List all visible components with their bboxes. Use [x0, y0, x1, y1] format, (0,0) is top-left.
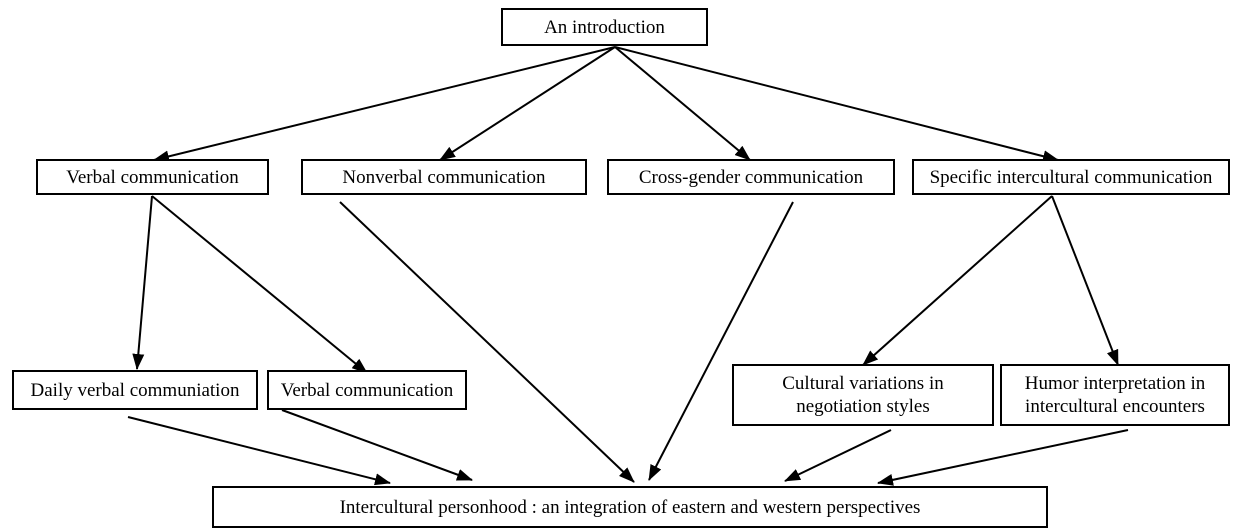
node-intercultural-personhood: Intercultural personhood : an integratio…	[212, 486, 1048, 528]
node-label: Nonverbal communication	[342, 166, 546, 188]
arrow-intro-to-specific	[614, 46, 1059, 163]
node-label: Cross-gender communication	[638, 166, 864, 188]
arrow-intro-to-nonverbal	[439, 46, 616, 161]
arrow-specific-to-humor	[1051, 195, 1119, 366]
node-an-introduction: An introduction	[501, 8, 708, 46]
node-verbal-communication-sub: Verbal communication	[267, 370, 467, 410]
arrow-nonverbal-to-personhood	[339, 201, 635, 483]
node-label: Verbal communication	[280, 379, 454, 401]
node-label: An introduction	[544, 16, 665, 38]
node-label: Verbal communication	[66, 166, 239, 188]
arrow-specific-to-cultural	[862, 195, 1053, 366]
node-specific-intercultural-communication: Specific intercultural communication	[912, 159, 1230, 195]
node-verbal-communication: Verbal communication	[36, 159, 269, 195]
node-cultural-variations: Cultural variations in negotiation style…	[732, 364, 994, 426]
node-humor-interpretation: Humor interpretation in intercultural en…	[1000, 364, 1230, 426]
arrow-cultural-to-personhood	[784, 429, 892, 482]
node-label: Specific intercultural communication	[929, 166, 1213, 188]
node-label-line-2: intercultural encounters	[1025, 396, 1205, 417]
arrow-verbal-to-daily	[132, 195, 153, 370]
node-label: Daily verbal communiation	[30, 379, 240, 401]
arrow-crossgender-to-personhood	[648, 201, 794, 481]
arrow-verbal-to-verbal2	[151, 195, 368, 374]
arrow-intro-to-verbal	[153, 46, 616, 163]
node-daily-verbal-communiation: Daily verbal communiation	[12, 370, 258, 410]
arrow-daily-to-personhood	[127, 416, 391, 486]
node-label-line-1: Cultural variations in	[782, 373, 944, 394]
arrow-intro-to-crossgender	[614, 46, 751, 161]
node-cross-gender-communication: Cross-gender communication	[607, 159, 895, 195]
node-nonverbal-communication: Nonverbal communication	[301, 159, 587, 195]
arrow-humor-to-personhood	[877, 429, 1129, 486]
arrow-verbal2-to-personhood	[281, 409, 473, 481]
node-label-line-1: Humor interpretation in	[1024, 373, 1206, 394]
node-label-line-2: negotiation styles	[796, 396, 930, 417]
node-label: Intercultural personhood : an integratio…	[339, 496, 921, 518]
